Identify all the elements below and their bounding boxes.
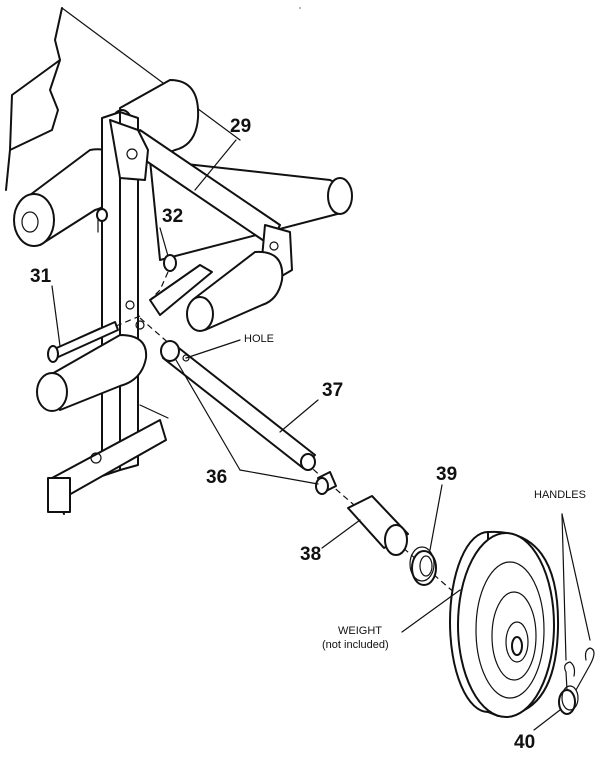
sleeve-38 <box>347 495 409 556</box>
base-leg <box>47 404 169 515</box>
leader-lines <box>51 139 591 731</box>
middle-right-roller <box>149 250 284 332</box>
label-weight: WEIGHT <box>338 625 382 637</box>
tube-37 <box>160 340 316 471</box>
callout-31: 31 <box>30 266 52 287</box>
nut-32 <box>149 254 177 301</box>
bolt-31 <box>47 315 141 363</box>
label-handles: HANDLES <box>534 489 586 501</box>
spring-clip-40 <box>558 647 595 715</box>
callout-29: 29 <box>230 116 251 137</box>
side-bolt <box>96 208 108 233</box>
callout-37: 37 <box>322 380 343 401</box>
callout-39: 39 <box>436 464 457 485</box>
spring-clip-39 <box>409 546 437 586</box>
pin-36 <box>315 471 337 495</box>
callout-40: 40 <box>514 732 535 753</box>
callout-36: 36 <box>206 467 227 488</box>
arm-29 <box>129 129 293 281</box>
weight-plate <box>449 530 560 718</box>
label-weight-note: (not included) <box>322 639 389 651</box>
callout-32: 32 <box>162 206 183 227</box>
label-hole: HOLE <box>244 333 274 345</box>
lower-left-roller <box>36 334 148 412</box>
upright-post <box>101 111 149 477</box>
callout-38: 38 <box>300 544 321 565</box>
bench-frame <box>5 7 301 191</box>
